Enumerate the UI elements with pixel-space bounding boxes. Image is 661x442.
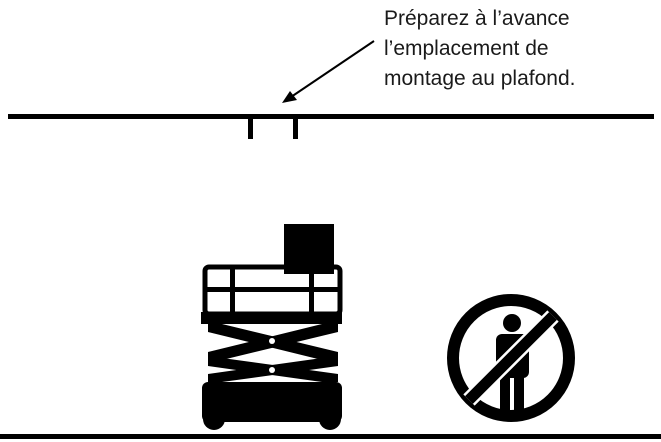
instruction-line-1: Préparez à l’avance (384, 4, 654, 34)
floor-line (0, 434, 661, 439)
instruction-line-3: montage au plafond. (384, 64, 654, 94)
pointer-arrow (282, 41, 374, 103)
no-person-prohibition-icon (453, 300, 569, 416)
ceiling-mount-brackets (248, 119, 298, 139)
scissor-lift-icon (201, 224, 342, 430)
mounting-instruction-note: Préparez à l’avance l’emplacement de mon… (384, 4, 654, 94)
ceiling-line (8, 114, 654, 119)
instruction-line-2: l’emplacement de (384, 34, 654, 64)
